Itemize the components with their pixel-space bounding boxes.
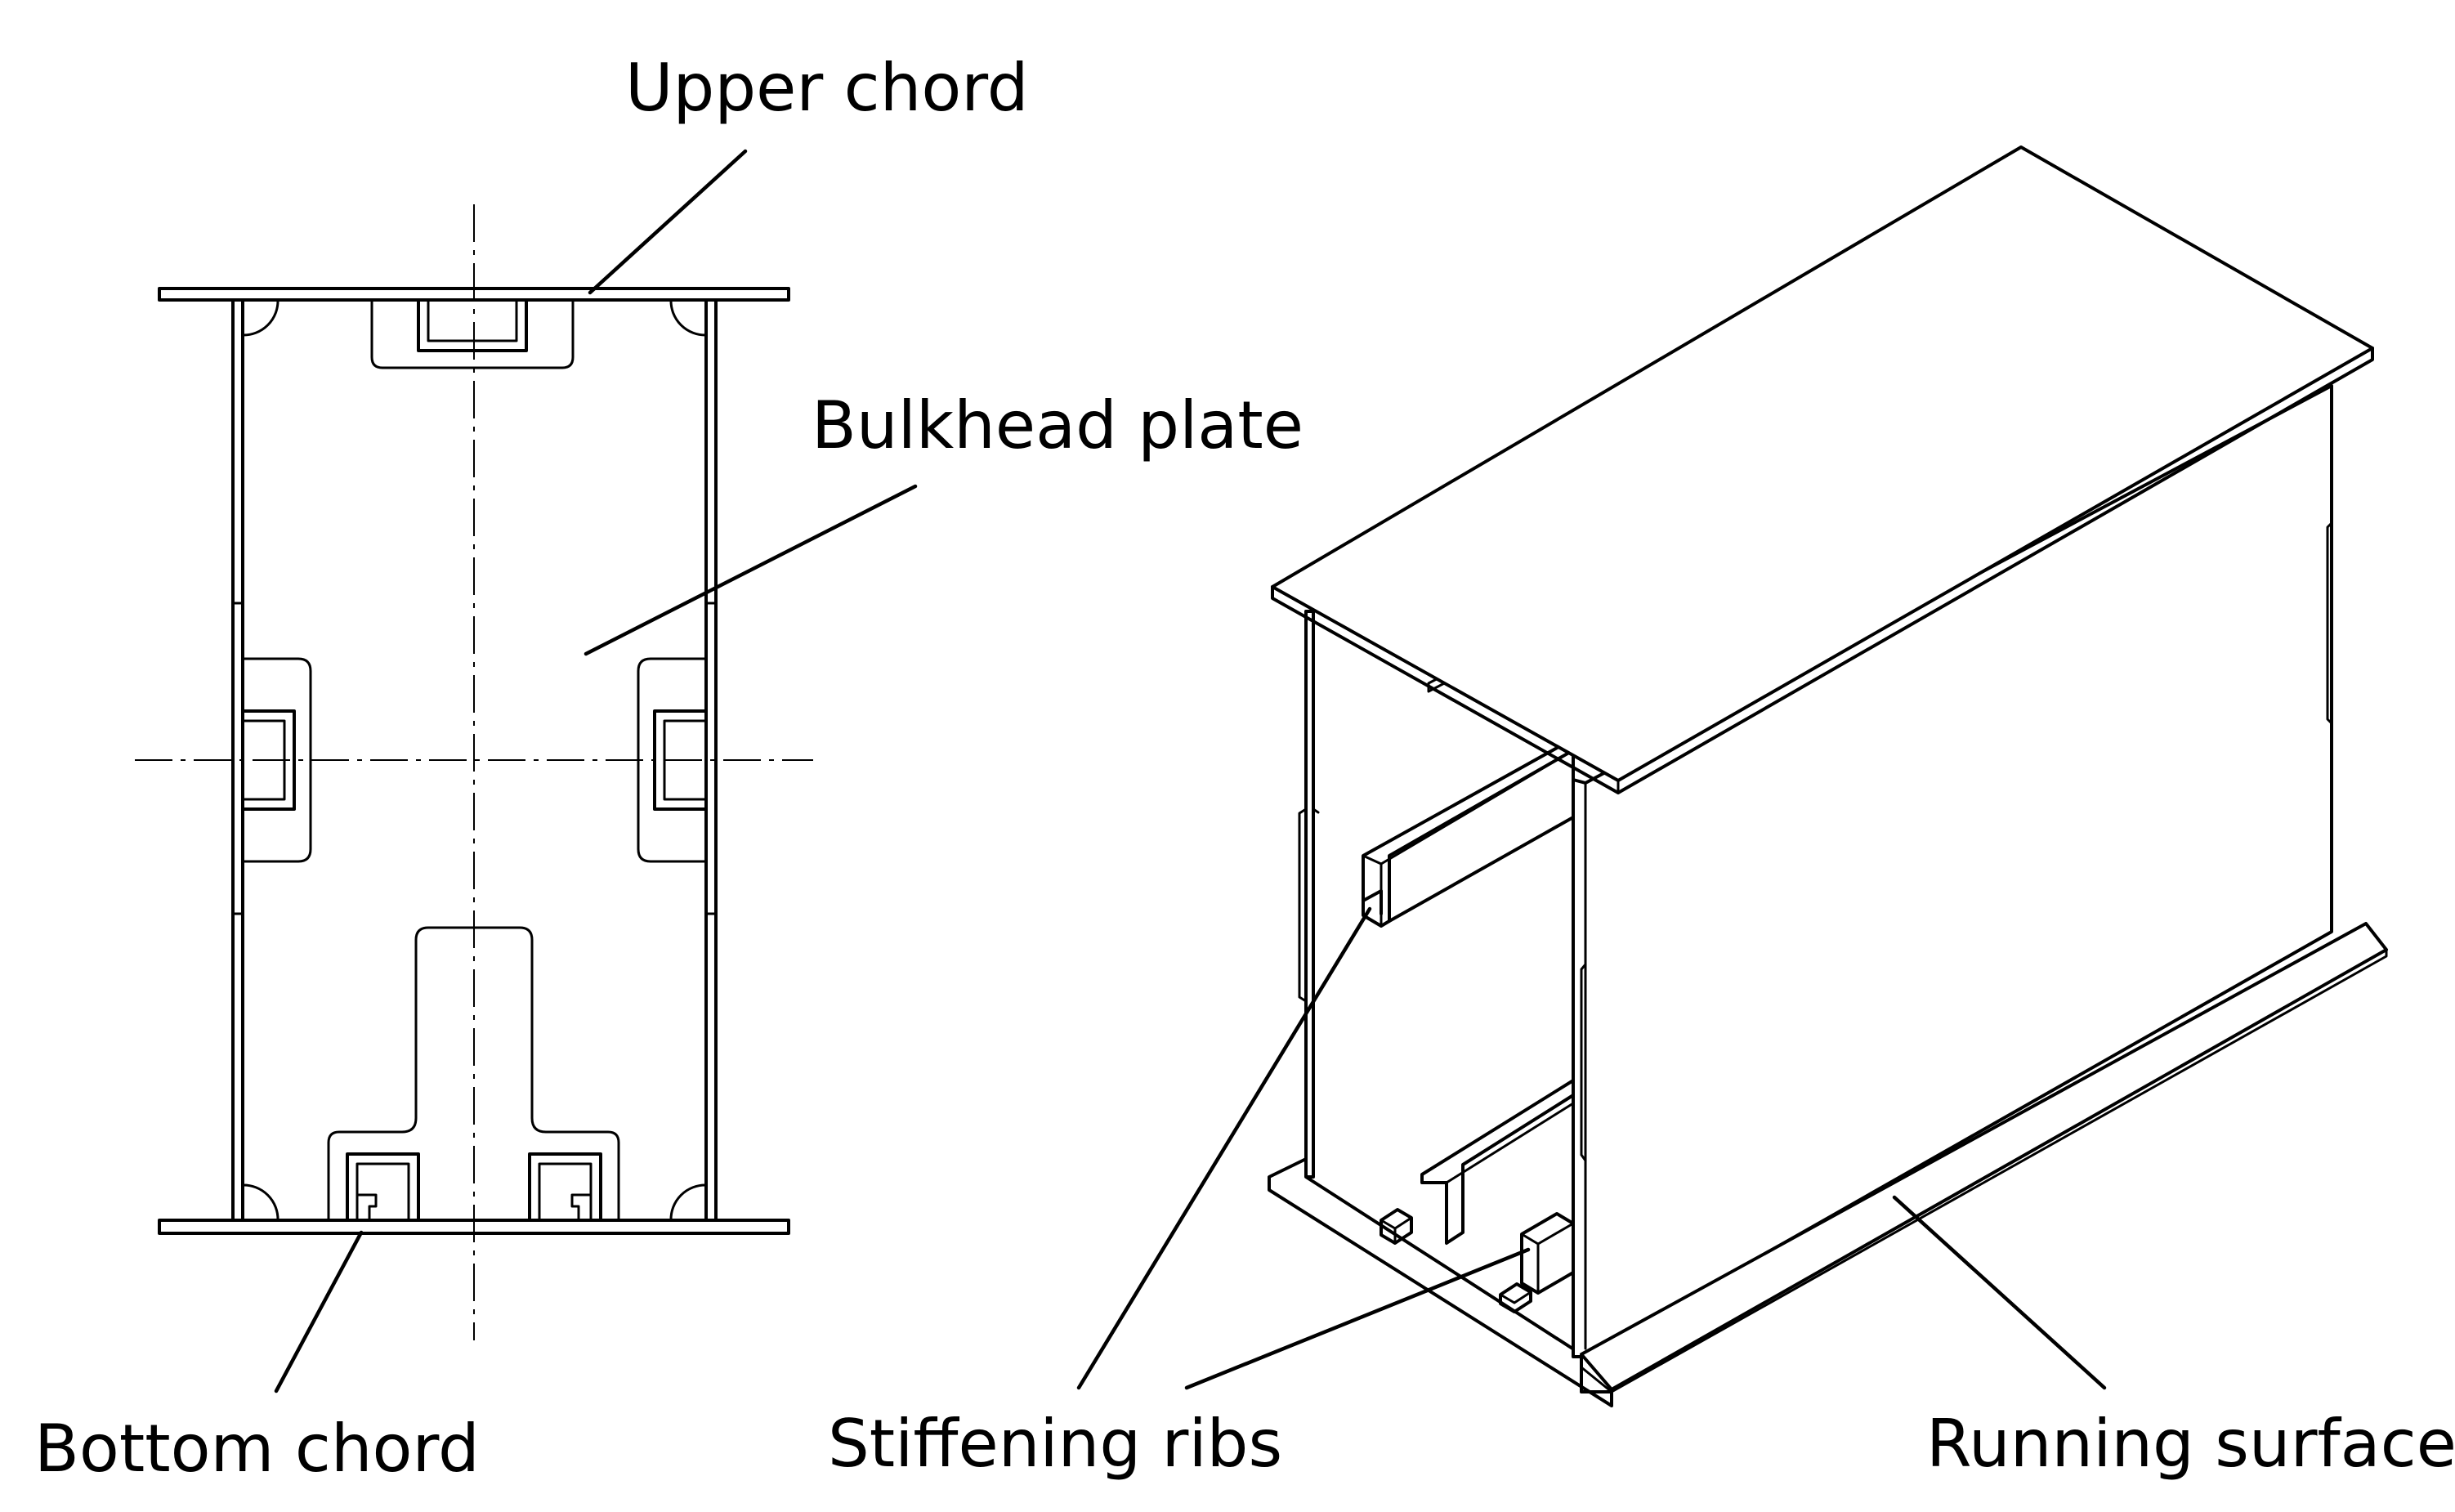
stiffening-ribs-label: Stiffening ribs [828, 1406, 1282, 1482]
bulkhead-plate-leader [584, 484, 918, 656]
running-surface-label: Running surface [1926, 1406, 2455, 1482]
bottom-chord-label: Bottom chord [34, 1411, 480, 1487]
stiffening-ribs-leader-2 [1184, 1247, 1531, 1390]
bulkhead-plate-label: Bulkhead plate [812, 387, 1304, 463]
right-rib-notch [637, 657, 708, 863]
running-surface-leader [1892, 1195, 2107, 1390]
left-web-plate [1304, 610, 1315, 1179]
corner-cutouts [241, 298, 708, 1222]
top-rib-notch [370, 298, 575, 369]
upper-chord-label: Upper chord [625, 50, 1029, 126]
isometric-view [1076, 145, 2388, 1407]
bottom-chord-leader [274, 1230, 364, 1393]
stiffening-ribs-leader-1 [1076, 906, 1372, 1390]
cross-section-view [135, 149, 918, 1393]
upper-chord-leader [588, 149, 748, 295]
bottom-chord-flange [158, 1219, 790, 1235]
left-rib-notch [241, 657, 312, 863]
bottom-flange-left [1268, 1157, 1613, 1407]
bottom-t-cutout [327, 926, 620, 1222]
